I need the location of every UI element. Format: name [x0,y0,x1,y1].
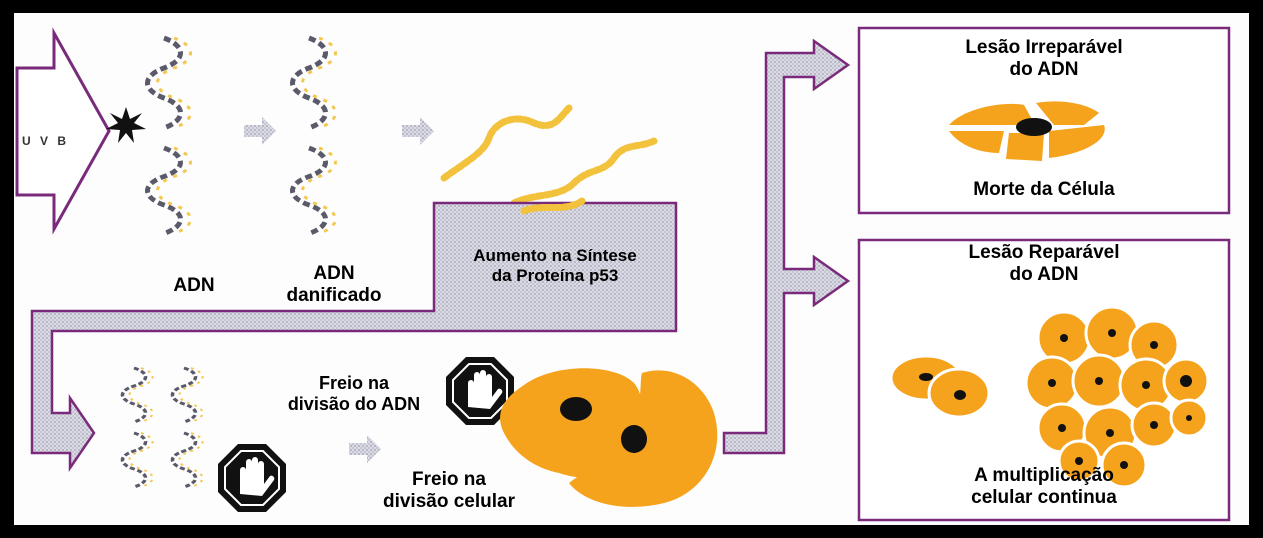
cell-multiplication-label-line2: celular continua [971,486,1117,508]
irreparable-lesion-title-line1: Lesão Irreparável [965,37,1123,58]
diagram-artwork [15,26,1231,522]
uvb-arrow-icon [15,27,111,235]
small-arrow-icon [349,435,381,463]
uv-burst-icon [106,107,146,143]
brake-cell-label-line1: Freio na [412,469,486,490]
brake-cell-label-line2: divisão celular [382,490,515,512]
pathway-arrow [30,201,678,473]
p53-label: Aumento na Síntese da Proteína p53 [434,246,676,285]
p53-label-line2: da Proteína p53 [491,265,619,285]
cell-multiplication-label: A multiplicação celular continua [859,465,1229,509]
irreparable-lesion-title: Lesão Irreparável do ADN [859,37,1229,81]
nucleus-icon [919,329,1192,469]
p53-label-line1: Aumento na Síntese [473,246,637,265]
stop-hand-icon [217,443,287,513]
cell-icon [500,368,718,507]
reparable-lesion-title-line1: Lesão Reparável [968,242,1120,263]
p53-protein-icon [440,104,658,207]
reparable-lesion-title-line2: do ADN [1009,263,1079,285]
small-arrow-icon [244,117,276,145]
reparable-lesion-title: Lesão Reparável do ADN [859,242,1229,286]
dna-helix-icon [120,366,205,489]
uvb-label: U V B [22,134,70,148]
p53-protein-icon [520,197,586,215]
branch-arrow [722,38,851,455]
brake-dna-label-line1: Freio na [318,373,389,393]
damaged-dna-helix-icon [293,38,336,234]
brake-dna-label-line2: divisão do ADN [287,393,421,414]
irreparable-lesion-title-line2: do ADN [1009,58,1079,80]
broken-cell-icon [949,101,1105,161]
brake-dna-label: Freio na divisão do ADN [269,373,439,414]
dna-label: ADN [173,275,215,296]
cell-death-label: Morte da Célula [973,179,1115,200]
small-arrow-icon [402,117,434,145]
diagram-panel: U V B ADN ADN danificado Aumento na Sínt… [14,13,1249,525]
cell-multiplication-label-line1: A multiplicação [974,465,1114,486]
dna-helix-icon [148,38,191,234]
brake-cell-label: Freio na divisão celular [364,469,534,513]
damaged-dna-label: ADN danificado [269,263,399,307]
damaged-dna-label-line2: danificado [286,284,382,306]
damaged-dna-label-line1: ADN [313,263,355,284]
